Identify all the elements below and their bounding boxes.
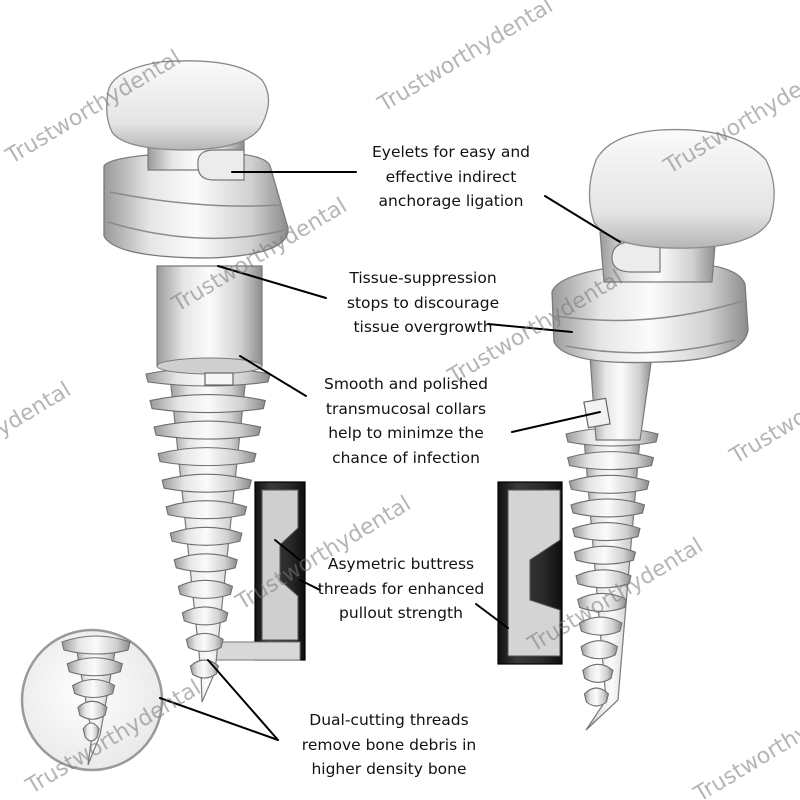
thread-ring [185,632,224,653]
thread-ring [173,553,238,573]
thread-ring [189,659,220,679]
thread-ring [573,545,637,565]
thread-ring [77,700,108,720]
leader-threads-right [475,603,509,629]
thread-ring [169,526,243,546]
right-eyelet [611,241,661,273]
thread-ring [177,579,234,599]
thread-ring [61,635,131,655]
thread-ring [575,569,632,589]
thread-ring [165,500,248,520]
left-collar [156,265,263,367]
left-bone-insert [214,481,306,661]
left-eyelet [197,149,245,181]
thread-ring [567,451,655,471]
leader-cutting-implant [207,659,279,741]
thread-ring [149,394,266,414]
leader-collars-right [511,411,601,433]
right-tissue-stop [551,262,749,364]
right-bone-insert [497,481,563,665]
label-collars: Smooth and polished transmucosal collars… [323,375,489,467]
thread-ring [71,678,116,699]
leader-eyelets-right [544,195,621,243]
leader-tissue-right [487,323,573,333]
thread-ring [577,592,628,613]
label-buttress-threads: Asymetric buttress threads for enhanced … [317,555,485,622]
thread-ring [153,420,262,440]
leader-cutting-detail [159,697,279,741]
thread-ring [568,474,650,494]
right-implant [497,128,775,731]
thread-ring [572,522,641,542]
left-head [106,60,270,151]
leader-threads-left [274,539,301,561]
label-dual-cutting: Dual-cutting threads remove bone debris … [301,711,477,778]
label-eyelets: Eyelets for easy and effective indirect … [371,143,531,210]
leader-collars-left [239,355,307,397]
leader-threads-left-2 [299,579,321,591]
leader-lines [159,171,621,741]
right-head [588,128,775,249]
thread-ring [82,722,100,742]
right-collar [589,355,653,441]
thread-ring [580,640,619,660]
thread-ring [570,498,646,518]
thread-ring [66,657,123,677]
thread-ring [157,447,257,467]
thread-ring [578,616,623,636]
right-threads [565,427,659,731]
leader-tissue-left [217,265,327,299]
thread-ring [161,473,252,493]
tip-detail-magnifier [20,628,164,772]
thread-ring [181,606,229,626]
label-tissue-suppression: Tissue-suppression stops to discourage t… [346,269,500,336]
thread-ring [582,663,614,683]
left-implant [103,60,306,703]
thread-ring [583,687,610,707]
